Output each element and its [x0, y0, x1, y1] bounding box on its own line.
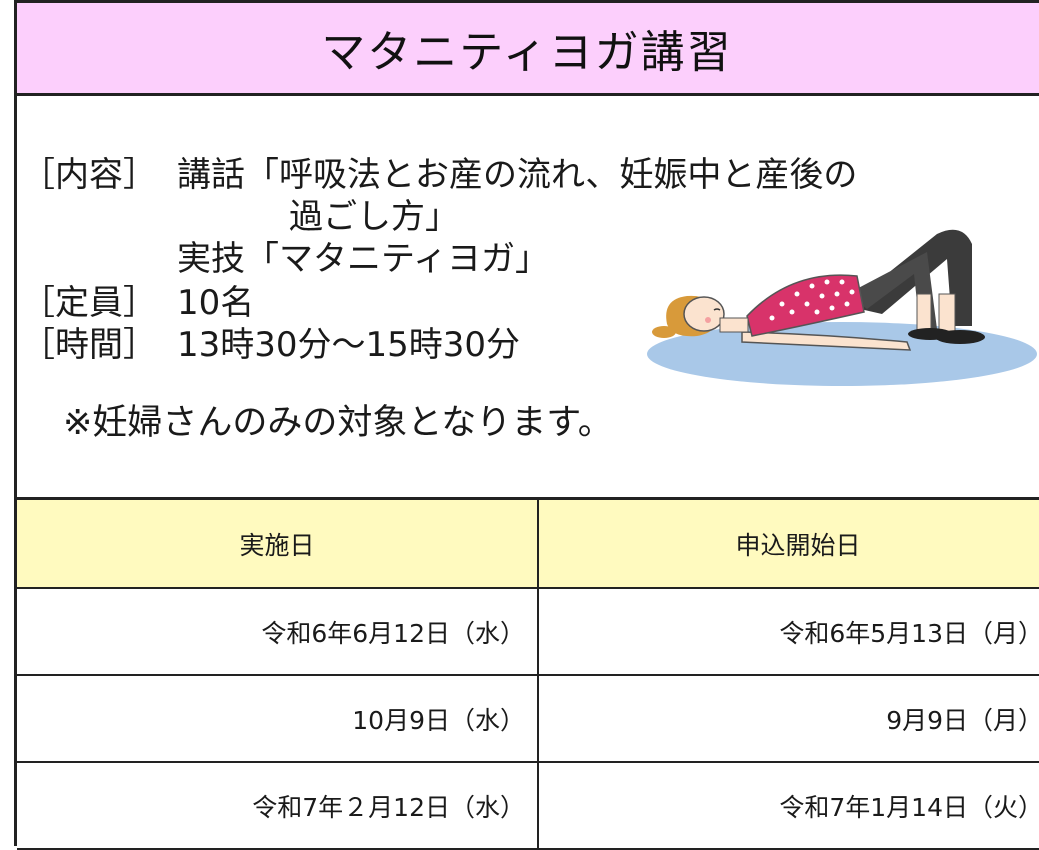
application-start-cell: 令和6年5月13日（月） [779, 618, 1039, 648]
table-row: 令和7年２月12日（水） 令和7年1月14日（火） [17, 763, 1039, 850]
time-value: 13時30分～15時30分 [177, 325, 521, 365]
table-row: 令和6年6月12日（水） 令和6年5月13日（月） [17, 589, 1039, 676]
capacity-value: 10名 [177, 283, 255, 323]
application-start-cell: 9月9日（月） [886, 705, 1039, 735]
schedule-table: 実施日 申込開始日 令和6年6月12日（水） 令和6年5月13日（月） 10月9… [17, 497, 1039, 850]
flyer-frame: マタニティヨガ講習 ［内容］ 講話「呼吸法とお産の流れ、妊娠中と産後の 過ごし方… [14, 0, 1039, 850]
details-section: ［内容］ 講話「呼吸法とお産の流れ、妊娠中と産後の 過ごし方」 実技「マタニティ… [17, 96, 1039, 500]
table-row: 10月9日（水） 9月9日（月） [17, 676, 1039, 763]
application-start-cell: 令和7年1月14日（火） [779, 792, 1039, 822]
capacity-label: ［定員］ [21, 283, 157, 323]
event-date-cell: 10月9日（水） [17, 676, 539, 761]
table-header-row: 実施日 申込開始日 [17, 500, 1039, 589]
content-line-3: 実技「マタニティヨガ」 [177, 239, 549, 279]
eligibility-note: ※妊婦さんのみの対象となります。 [63, 403, 613, 443]
time-label: ［時間］ [21, 325, 157, 365]
event-date-cell: 令和6年6月12日（水） [17, 589, 539, 674]
content-label: ［内容］ [21, 155, 157, 195]
header-event-date: 実施日 [17, 500, 539, 587]
content-line-1: 講話「呼吸法とお産の流れ、妊娠中と産後の [177, 155, 858, 195]
page-title: マタニティヨガ講習 [321, 27, 733, 78]
header-application-start: 申込開始日 [735, 530, 861, 560]
pregnant-woman-yoga-bridge-pose-icon [647, 229, 1037, 386]
content-line-2: 過ごし方」 [289, 197, 459, 237]
event-date-cell: 令和7年２月12日（水） [17, 763, 539, 848]
title-bar: マタニティヨガ講習 [17, 0, 1039, 96]
